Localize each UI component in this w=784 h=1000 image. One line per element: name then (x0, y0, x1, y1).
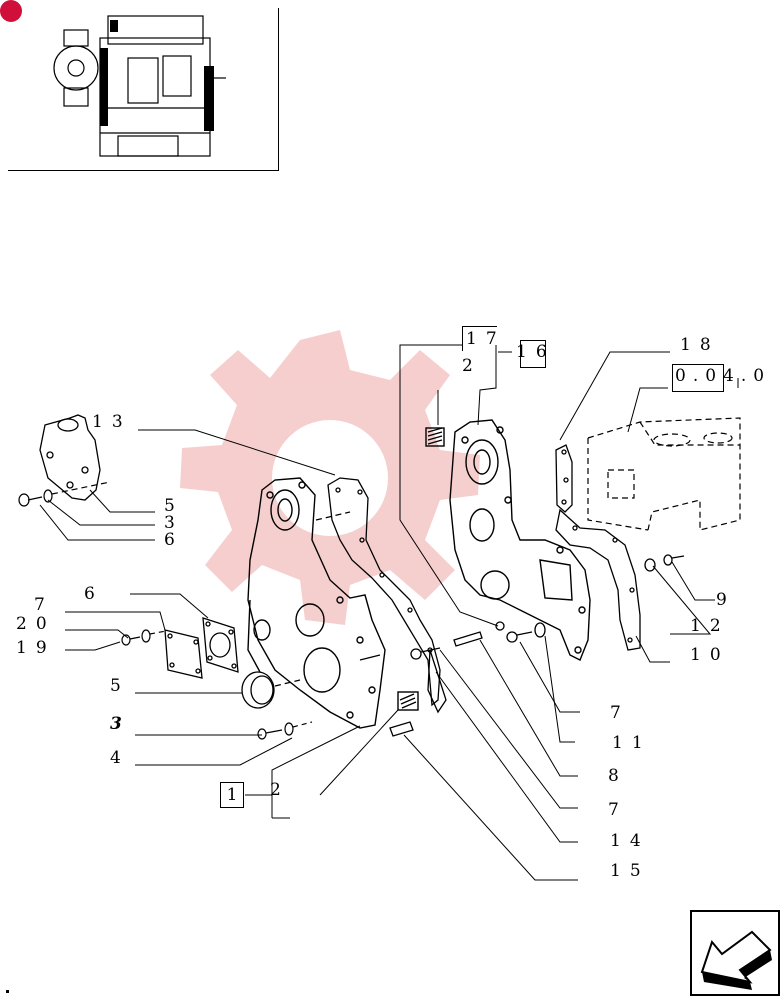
part-13-cover (39, 414, 101, 501)
label-7-right-a: 7 (610, 703, 630, 723)
label-14: 14 (610, 831, 650, 851)
engine-thumbnail-icon (53, 15, 226, 157)
box-16[interactable] (520, 340, 546, 368)
box-1[interactable]: 1 (220, 782, 244, 808)
part-16-rear-plate (449, 419, 591, 661)
label-4: 4 (110, 748, 130, 768)
label-10: 10 (690, 645, 730, 665)
label-3-top: 3 (164, 513, 184, 533)
label-7-right-b: 7 (608, 800, 628, 820)
part-2-springs (397, 427, 445, 711)
badge-icon (0, 0, 22, 22)
part-13-gasket (315, 477, 441, 707)
label-2-top: 2 (462, 356, 482, 376)
label-5-mid: 5 (110, 676, 130, 696)
label-12: 12 (690, 616, 730, 636)
part-18-gasket (555, 444, 573, 513)
label-9: 9 (716, 590, 736, 610)
engine-thumbnail[interactable] (0, 0, 279, 171)
label-8: 8 (608, 766, 628, 786)
corner-dot (6, 990, 9, 993)
label-15: 15 (610, 861, 650, 881)
arrow-back-icon (700, 930, 772, 990)
label-ref-0040[interactable]: 0.04.0 (675, 366, 772, 386)
nav-back-button[interactable] (690, 910, 780, 996)
label-2-bottom: 2 (270, 780, 290, 800)
label-7-left: 7 (34, 595, 54, 615)
label-19: 19 (16, 638, 56, 658)
label-3-mid: 3 (110, 714, 122, 734)
leader-lines (39, 344, 739, 881)
label-20: 20 (16, 614, 56, 634)
label-11: 11 (612, 733, 652, 753)
box-ref-0040[interactable] (672, 364, 724, 392)
box-17-frame (462, 326, 497, 351)
label-6-top: 6 (164, 530, 184, 550)
label-6-mid: 6 (84, 584, 104, 604)
label-17: 17 (466, 329, 506, 349)
engine-block-outline (587, 417, 741, 531)
part-1-front-cover (247, 477, 386, 729)
part-10-gasket (555, 508, 641, 651)
watermark-gear-icon (180, 330, 480, 625)
label-5-top: 5 (164, 496, 184, 516)
label-16: 16 (516, 342, 556, 362)
label-13: 13 (92, 412, 132, 432)
label-18: 18 (680, 335, 720, 355)
